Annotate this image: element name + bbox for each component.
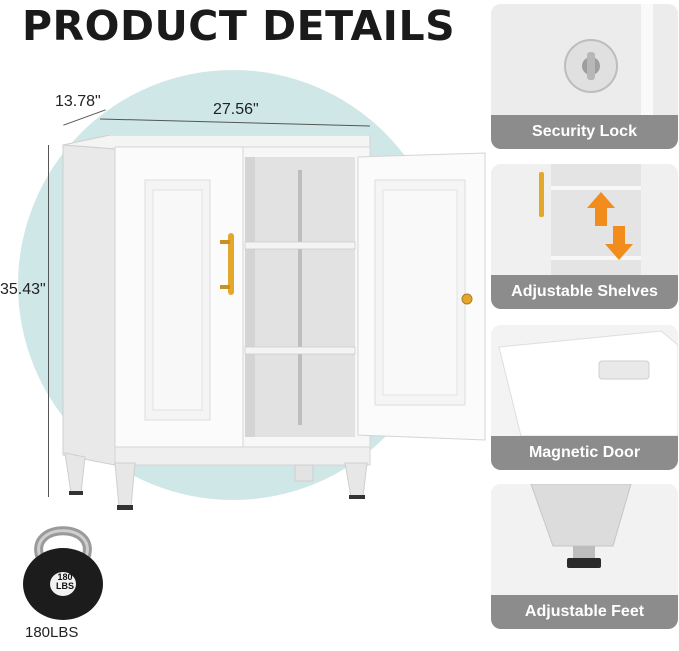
adjustable-foot-icon	[491, 484, 678, 595]
width-dimension: 27.56"	[213, 101, 259, 118]
height-dimension-line	[48, 145, 49, 497]
weight-badge: 180 LBS	[52, 573, 78, 591]
kettlebell-icon	[23, 526, 103, 620]
feature-caption: Security Lock	[491, 115, 678, 149]
feature-caption: Magnetic Door	[491, 436, 678, 470]
depth-dimension: 13.78"	[55, 93, 101, 110]
cabinet-illustration	[62, 135, 486, 510]
feature-panel-adjustable-feet: Adjustable Feet	[491, 484, 678, 629]
feature-panel-magnetic-door: Magnetic Door	[491, 325, 678, 470]
weight-badge-unit: LBS	[56, 581, 74, 591]
feature-panel-security-lock: Security Lock	[491, 4, 678, 149]
page-title: PRODUCT DETAILS	[22, 2, 456, 50]
feature-caption: Adjustable Feet	[491, 595, 678, 629]
lock-icon	[491, 4, 678, 115]
feature-caption: Adjustable Shelves	[491, 275, 678, 309]
weight-badge-number: 180	[57, 572, 73, 582]
height-dimension: 35.43"	[0, 281, 46, 298]
magnet-door-icon	[491, 325, 678, 436]
feature-panel-adjustable-shelves: Adjustable Shelves	[491, 164, 678, 309]
shelf-arrows-icon	[491, 164, 678, 275]
weight-label: 180LBS	[25, 624, 79, 641]
